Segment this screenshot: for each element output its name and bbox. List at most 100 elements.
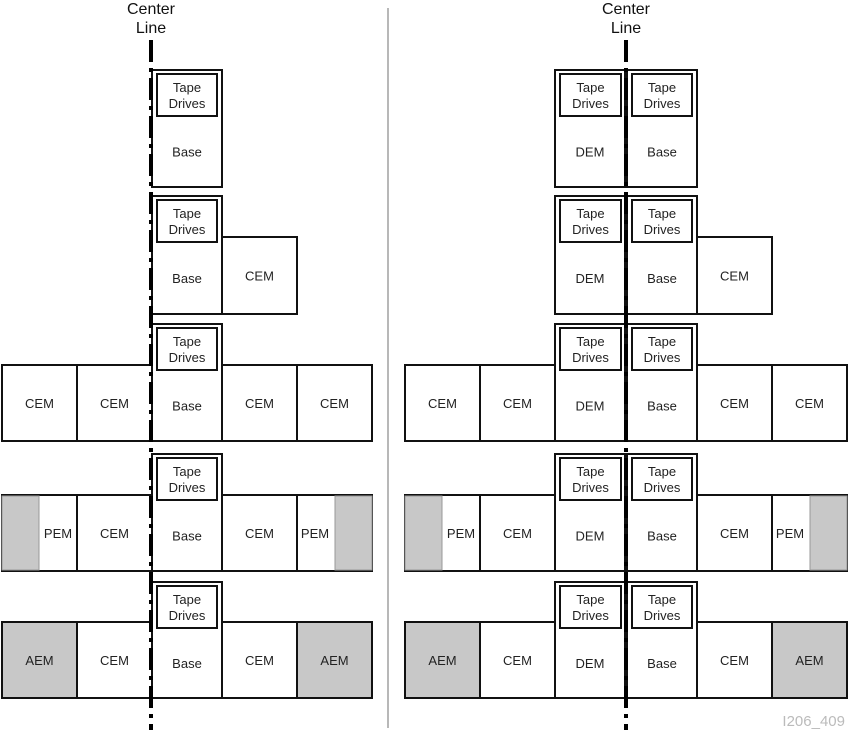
right-row5-aem-1-box: [404, 621, 481, 699]
right-row3-cem-4-box: [771, 364, 848, 442]
right-row3-tape-drives-2-box: [631, 327, 693, 371]
right-row3-cem-2-label: CEM: [503, 396, 532, 411]
right-row5-aem-1-label: AEM: [428, 653, 456, 668]
right-row2-tape-drives-1-box: [559, 199, 622, 243]
right-row2-tape-drives-2-box: [631, 199, 693, 243]
right-row3-dem-label: DEM: [576, 399, 605, 414]
right-row4-base-label: Base: [647, 529, 677, 544]
right-row4-cem-3-box: [696, 494, 773, 572]
center-line-label-left-2: Line: [136, 20, 166, 37]
right-row3-cem-1-label: CEM: [428, 396, 457, 411]
left-row5-tape-drives-box: [156, 585, 218, 629]
left-row3-tape-drives-box: [156, 327, 218, 371]
right-row4-pem-4-label: PEM: [776, 526, 804, 541]
left-row4-pem-4-shaded-area: [334, 495, 373, 571]
left-row3-cem-3-box: [221, 364, 298, 442]
left-row3-base-label: Base: [172, 399, 202, 414]
left-row5-base-label: Base: [172, 656, 202, 671]
right-row5-cem-2-box: [479, 621, 556, 699]
left-row4-cem-2-box: [76, 494, 153, 572]
figure-id: I206_409: [782, 713, 845, 730]
right-row5-tape-drives-2-box: [631, 585, 693, 629]
left-row3-cem-3-label: CEM: [245, 396, 274, 411]
left-row3-cem-1-box: [1, 364, 78, 442]
right-row3-cem-4-label: CEM: [795, 396, 824, 411]
right-row4-pem-4-shaded-area: [809, 495, 848, 571]
center-line-label-left-1: Center: [127, 1, 176, 18]
left-row5-aem-1-box: [1, 621, 78, 699]
left-row3-cem-2-box: [76, 364, 153, 442]
right-row3-base-label: Base: [647, 399, 677, 414]
right-row4-pem-1-shaded-area: [404, 495, 443, 571]
left-row5-aem-1-label: AEM: [25, 653, 53, 668]
right-row2-base-label: Base: [647, 271, 677, 286]
left-row5-aem-4-box: [296, 621, 373, 699]
right-row3-tape-drives-1-box: [559, 327, 622, 371]
left-row4-cem-3-box: [221, 494, 298, 572]
right-row4-cem-2-box: [479, 494, 556, 572]
right-row2-cem-1-box: [696, 236, 773, 315]
left-row5-aem-4-label: AEM: [320, 653, 348, 668]
right-row3-cem-1-box: [404, 364, 481, 442]
right-row5-cem-2-label: CEM: [503, 653, 532, 668]
right-row4-cem-2-label: CEM: [503, 526, 532, 541]
left-row2-tape-drives-box: [156, 199, 218, 243]
right-row5-cem-3-box: [696, 621, 773, 699]
left-row2-base-label: Base: [172, 271, 202, 286]
left-row4-cem-3-label: CEM: [245, 526, 274, 541]
right-row1-tape-drives-2-box: [631, 73, 693, 117]
right-row5-dem-label: DEM: [576, 656, 605, 671]
left-row5-cem-2-label: CEM: [100, 653, 129, 668]
right-row4-tape-drives-2-box: [631, 457, 693, 501]
left-row1-tape-drives-box: [156, 73, 218, 117]
left-row4-tape-drives-box: [156, 457, 218, 501]
center-line-label-right-1: Center: [602, 1, 651, 18]
left-row4-base-label: Base: [172, 529, 202, 544]
right-row5-cem-3-label: CEM: [720, 653, 749, 668]
right-row5-tape-drives-1-box: [559, 585, 622, 629]
right-row4-dem-label: DEM: [576, 529, 605, 544]
right-row4-cem-3-label: CEM: [720, 526, 749, 541]
right-row5-aem-4-box: [771, 621, 848, 699]
left-row3-cem-4-label: CEM: [320, 396, 349, 411]
left-row5-cem-2-box: [76, 621, 153, 699]
left-row4-pem-1-shaded-area: [1, 495, 40, 571]
left-row4-pem-1-label: PEM: [44, 526, 72, 541]
right-row2-dem-label: DEM: [576, 271, 605, 286]
right-row1-dem-label: DEM: [576, 145, 605, 160]
center-line-label-right-2: Line: [611, 20, 641, 37]
left-row3-cem-4-box: [296, 364, 373, 442]
right-row3-cem-2-box: [479, 364, 556, 442]
right-row4-pem-1-label: PEM: [447, 526, 475, 541]
left-row2-cem-1-label: CEM: [245, 269, 274, 284]
left-row2-cem-1-box: [221, 236, 298, 315]
right-row1-tape-drives-1-box: [559, 73, 622, 117]
right-row3-cem-3-label: CEM: [720, 396, 749, 411]
left-row4-cem-2-label: CEM: [100, 526, 129, 541]
right-row5-aem-4-label: AEM: [795, 653, 823, 668]
left-row4-pem-4-label: PEM: [301, 526, 329, 541]
right-row4-tape-drives-1-box: [559, 457, 622, 501]
right-row2-cem-1-label: CEM: [720, 269, 749, 284]
left-row5-cem-3-label: CEM: [245, 653, 274, 668]
left-row1-base-label: Base: [172, 145, 202, 160]
left-row3-cem-2-label: CEM: [100, 396, 129, 411]
left-row5-cem-3-box: [221, 621, 298, 699]
left-row3-cem-1-label: CEM: [25, 396, 54, 411]
